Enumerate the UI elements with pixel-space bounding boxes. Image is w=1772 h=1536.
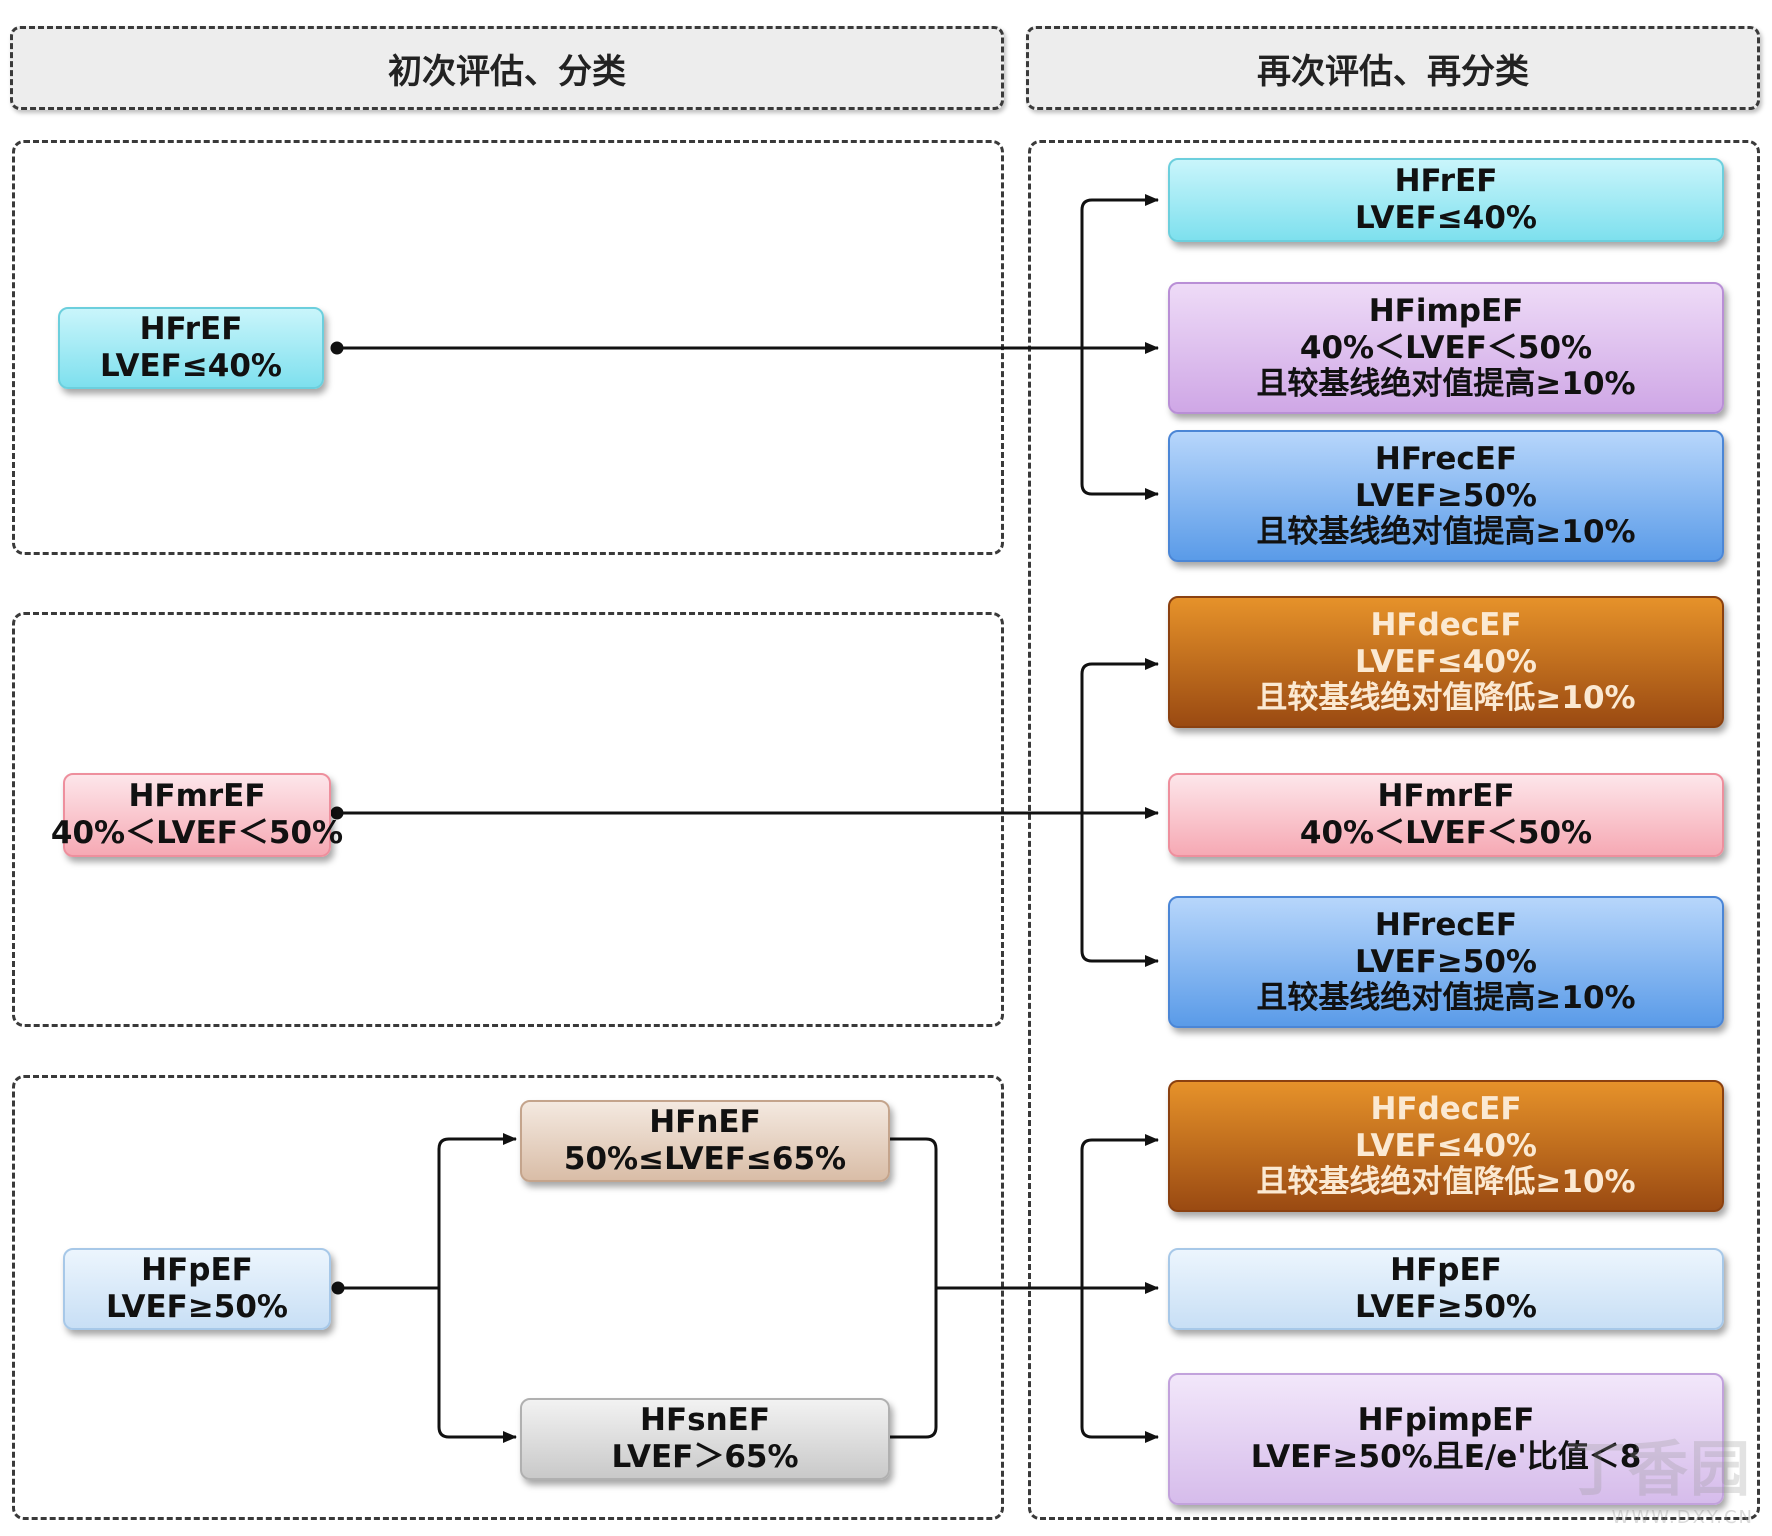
header-initial: 初次评估、分类 [10, 26, 1004, 110]
reassess-hfdecef-2-box: HFdecEF LVEF≤40% 且较基线绝对值降低≥10% [1168, 1080, 1724, 1212]
reassess-hfmref-name: HFmrEF [1377, 778, 1515, 815]
initial-hfmref-box: HFmrEF 40%＜LVEF＜50% [51, 773, 343, 857]
reassess-hfimpef-name: HFimpEF [1368, 293, 1524, 330]
header-reassess: 再次评估、再分类 [1026, 26, 1760, 110]
reassess-hfpimpef-name: HFpimpEF [1357, 1402, 1535, 1439]
reassess-hfpimpef-box: HFpimpEF LVEF≥50%且E/e'比值＜8 [1168, 1373, 1724, 1505]
hfnef-range: 50%≤LVEF≤65% [563, 1141, 847, 1177]
reassess-hfrecef-1-range: LVEF≥50% [1354, 477, 1537, 514]
hfsnef-range: LVEF＞65% [611, 1439, 799, 1475]
branch-line-g3 [1080, 1138, 1158, 1439]
initial-hfmref-name: HFmrEF [128, 778, 266, 815]
reassess-hfref-box: HFrEF LVEF≤40% [1168, 158, 1724, 242]
reassess-hfrecef-2-condition: 且较基线绝对值提高≥10% [1256, 980, 1636, 1017]
reassess-hfrecef-2-range: LVEF≥50% [1354, 943, 1537, 980]
reassess-hfref-name: HFrEF [1394, 163, 1498, 200]
reassess-hfpef-name: HFpEF [1390, 1252, 1502, 1289]
reassess-hfimpef-condition: 且较基线绝对值提高≥10% [1256, 366, 1636, 403]
initial-hfref-range: LVEF≤40% [99, 348, 282, 384]
reassess-hfimpef-box: HFimpEF 40%＜LVEF＜50% 且较基线绝对值提高≥10% [1168, 282, 1724, 414]
reassess-hfdecef-2-name: HFdecEF [1370, 1091, 1522, 1128]
reassess-hfdecef-1-range: LVEF≤40% [1354, 643, 1537, 680]
reassess-hfdecef-2-range: LVEF≤40% [1354, 1127, 1537, 1164]
initial-hfpef-box: HFpEF LVEF≥50% [63, 1248, 331, 1330]
reassess-hfmref-range: 40%＜LVEF＜50% [1299, 815, 1593, 851]
initial-hfref-name: HFrEF [139, 311, 243, 348]
branch-line-hfpef-split [437, 1137, 516, 1439]
reassess-hfpef-box: HFpEF LVEF≥50% [1168, 1248, 1724, 1330]
reassess-hfpimpef-range: LVEF≥50%且E/e'比值＜8 [1250, 1439, 1642, 1475]
reassess-hfmref-box: HFmrEF 40%＜LVEF＜50% [1168, 773, 1724, 857]
branch-line-g2 [1080, 662, 1158, 963]
reassess-hfref-range: LVEF≤40% [1354, 200, 1537, 236]
reassess-hfdecef-1-name: HFdecEF [1370, 607, 1522, 644]
reassess-hfdecef-2-condition: 且较基线绝对值降低≥10% [1256, 1164, 1636, 1201]
watermark-logo: 丁香园 [1566, 1435, 1752, 1505]
reassess-hfrecef-1-condition: 且较基线绝对值提高≥10% [1256, 514, 1636, 551]
branch-line-g1 [1080, 198, 1158, 496]
watermark-url: WWW.DXY.CN [1611, 1507, 1754, 1528]
reassess-hfrecef-2-box: HFrecEF LVEF≥50% 且较基线绝对值提高≥10% [1168, 896, 1724, 1028]
initial-hfref-box: HFrEF LVEF≤40% [58, 307, 324, 389]
reassess-hfpef-range: LVEF≥50% [1354, 1289, 1537, 1325]
initial-hfpef-range: LVEF≥50% [105, 1289, 288, 1325]
reassess-hfrecef-2-name: HFrecEF [1374, 907, 1518, 944]
initial-hfmref-range: 40%＜LVEF＜50% [50, 815, 344, 851]
reassess-hfimpef-range: 40%＜LVEF＜50% [1299, 329, 1593, 366]
hfsnef-name: HFsnEF [640, 1402, 770, 1439]
reassess-hfrecef-1-box: HFrecEF LVEF≥50% 且较基线绝对值提高≥10% [1168, 430, 1724, 562]
merge-line-hfnef-hfsnef [890, 1137, 938, 1439]
hfsnef-box: HFsnEF LVEF＞65% [520, 1398, 890, 1480]
reassess-hfdecef-1-box: HFdecEF LVEF≤40% 且较基线绝对值降低≥10% [1168, 596, 1724, 728]
hfnef-box: HFnEF 50%≤LVEF≤65% [520, 1100, 890, 1182]
initial-hfpef-name: HFpEF [141, 1252, 253, 1289]
reassess-hfdecef-1-condition: 且较基线绝对值降低≥10% [1256, 680, 1636, 717]
reassess-hfrecef-1-name: HFrecEF [1374, 441, 1518, 478]
hfnef-name: HFnEF [649, 1104, 761, 1141]
